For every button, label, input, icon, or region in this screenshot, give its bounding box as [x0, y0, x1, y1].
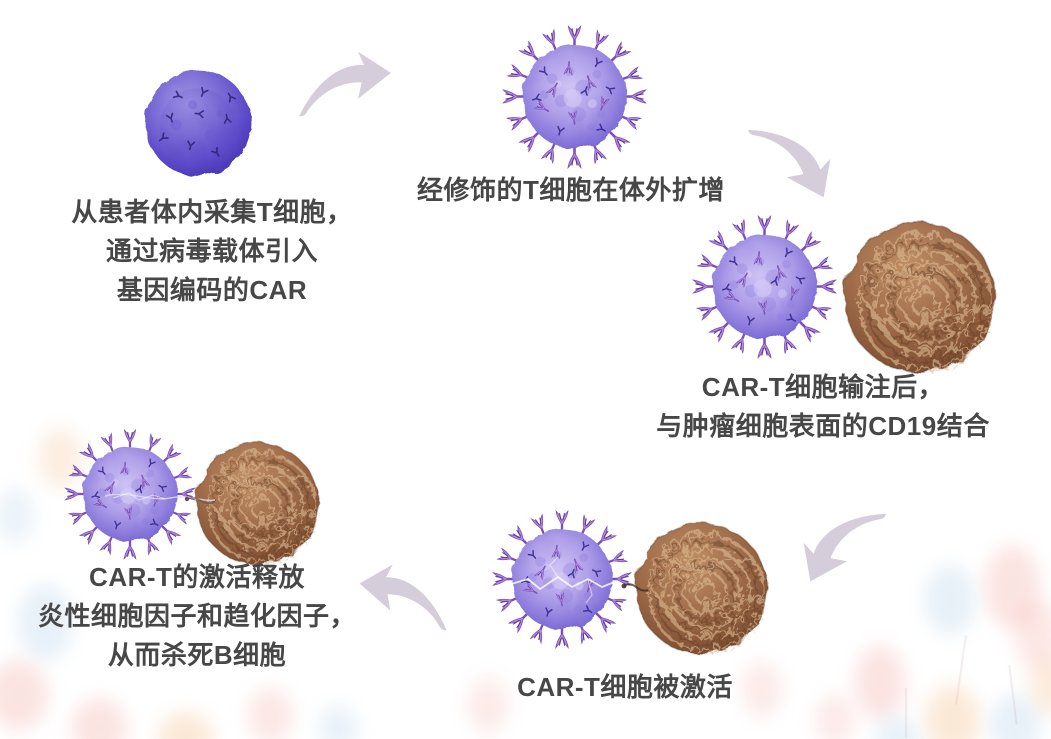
caption-line: 基因编码的CAR	[116, 275, 308, 305]
background-blob	[0, 660, 48, 730]
activation-spark-illustration	[507, 556, 649, 604]
background-blob	[990, 695, 1040, 739]
car-t-cell-illustration	[693, 215, 836, 358]
arrow-left-icon	[354, 560, 455, 631]
background-blob	[925, 685, 980, 739]
caption-line: CAR-T细胞被激活	[517, 672, 733, 702]
tumor-cell-illustration	[834, 212, 1005, 383]
background-blob	[318, 706, 358, 739]
background-blob	[38, 428, 83, 488]
background-blob	[815, 695, 855, 739]
step-5-caption: CAR-T的激活释放 炎性细胞因子和趋化因子， 从而杀死B细胞	[38, 558, 356, 675]
caption-line: 通过病毒载体引入	[105, 236, 319, 266]
background-blob	[158, 712, 213, 739]
arrow-down-right-icon	[747, 102, 845, 214]
caption-line: 从患者体内采集T细胞，	[71, 197, 353, 227]
step-4-caption: CAR-T细胞被激活	[517, 668, 733, 707]
step-2-caption: 经修饰的T细胞在体外扩增	[417, 171, 725, 210]
background-blob	[1015, 600, 1051, 670]
caption-line: 从而杀死B细胞	[107, 640, 287, 670]
arrow-down-left-icon	[789, 486, 887, 598]
arrow-right-icon	[294, 48, 394, 117]
caption-line: 炎性细胞因子和趋化因子，	[37, 601, 357, 631]
background-blob	[18, 585, 73, 660]
background-stem	[905, 688, 907, 738]
background-blob	[72, 698, 127, 739]
background-blob	[1030, 655, 1051, 715]
caption-line: 经修饰的T细胞在体外扩增	[417, 175, 725, 205]
background-blob	[925, 565, 975, 635]
background-blob	[985, 545, 1040, 630]
background-blob	[0, 488, 35, 543]
caption-line: CAR-T细胞输注后，	[701, 372, 945, 402]
background-blob	[742, 662, 782, 717]
step-1-caption: 从患者体内采集T细胞， 通过病毒载体引入 基因编码的CAR	[71, 193, 352, 310]
step-3-caption: CAR-T细胞输注后， 与肿瘤细胞表面的CD19结合	[656, 368, 989, 446]
background-blob	[468, 678, 508, 733]
caption-line: CAR-T的激活释放	[89, 562, 305, 592]
t-cell-illustration	[125, 50, 271, 196]
cytokine-thread-illustration	[104, 492, 216, 505]
background-blob	[855, 645, 905, 720]
caption-line: 与肿瘤细胞表面的CD19结合	[656, 411, 990, 441]
background-blob	[248, 688, 293, 739]
car-t-cell-illustration	[503, 25, 646, 168]
